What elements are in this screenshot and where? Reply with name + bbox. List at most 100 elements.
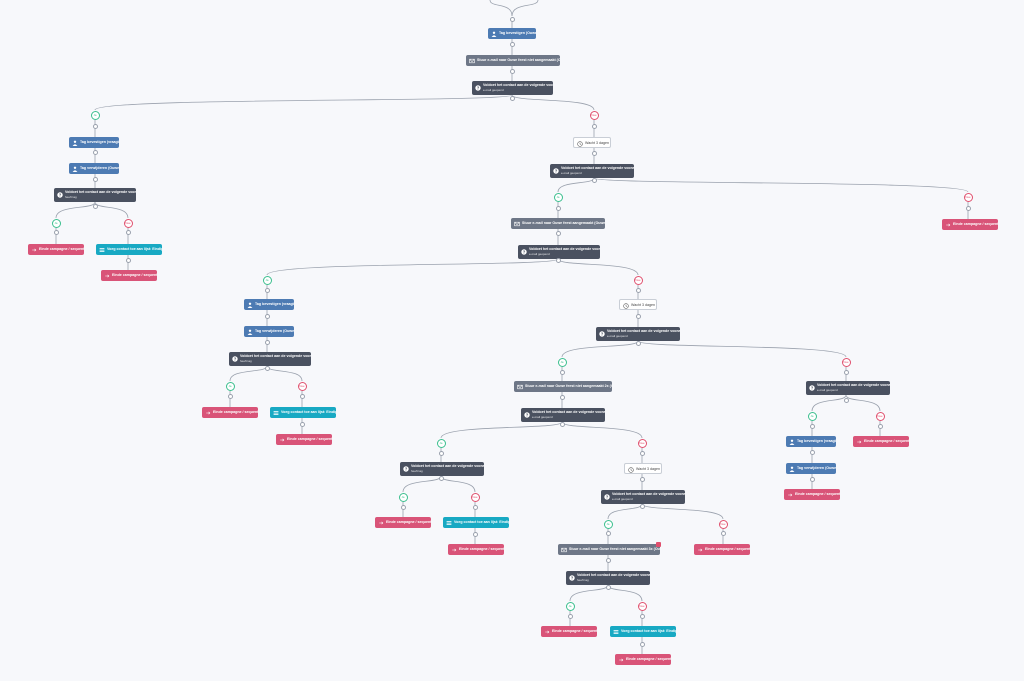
add-step-dot[interactable] (299, 393, 305, 399)
end-node[interactable]: Einde campagne / sequentie (541, 626, 597, 637)
yes-branch-marker[interactable]: Ja (262, 275, 272, 285)
add-step-dot[interactable] (509, 68, 515, 74)
contact-node[interactable]: Tag bevestigen (vraagbeheer) + (69, 137, 119, 148)
question-node[interactable]: ?Voldoet het contact aan de volgende voo… (229, 352, 311, 366)
add-step-dot[interactable] (567, 613, 573, 619)
add-step-dot[interactable] (509, 16, 515, 22)
email-node[interactable]: Stuur e-mail naar Ouwe feest niet aangem… (514, 381, 612, 392)
add-step-dot[interactable] (472, 504, 478, 510)
question-node[interactable]: ?Voldoet het contact aan de volgende voo… (601, 490, 685, 504)
question-node[interactable]: ?Voldoet het contact aan de volgende voo… (400, 462, 484, 476)
add-step-dot[interactable] (509, 95, 515, 101)
yes-branch-marker[interactable]: Ja (807, 411, 817, 421)
no-branch-marker[interactable]: Nee (963, 192, 973, 202)
question-node[interactable]: ?Voldoet het contact aan de volgende voo… (518, 245, 600, 259)
add-step-dot[interactable] (591, 123, 597, 129)
yes-branch-marker[interactable]: Ja (553, 192, 563, 202)
add-step-dot[interactable] (591, 150, 597, 156)
yes-branch-marker[interactable]: Ja (565, 601, 575, 611)
add-step-dot[interactable] (555, 230, 561, 236)
add-step-dot[interactable] (92, 149, 98, 155)
add-step-dot[interactable] (639, 450, 645, 456)
add-step-dot[interactable] (720, 530, 726, 536)
add-step-dot[interactable] (635, 340, 641, 346)
end-node[interactable]: Einde campagne / sequentie (942, 219, 998, 230)
end-node[interactable]: Einde campagne / sequentie (202, 407, 258, 418)
question-node[interactable]: ?Voldoet het contact aan de volgende voo… (472, 81, 553, 95)
flag-icon[interactable] (656, 542, 661, 547)
add-step-dot[interactable] (555, 205, 561, 211)
add-step-dot[interactable] (843, 369, 849, 375)
add-step-dot[interactable] (605, 530, 611, 536)
add-step-dot[interactable] (635, 313, 641, 319)
add-step-dot[interactable] (809, 449, 815, 455)
add-step-dot[interactable] (438, 450, 444, 456)
no-branch-marker[interactable]: Nee (470, 492, 480, 502)
question-node[interactable]: ?Voldoet het contact aan de volgende voo… (596, 327, 680, 341)
add-step-dot[interactable] (92, 176, 98, 182)
add-step-dot[interactable] (555, 257, 561, 263)
add-step-dot[interactable] (509, 41, 515, 47)
add-step-dot[interactable] (635, 287, 641, 293)
contact-node[interactable]: Tag bevestigen (vraagbeheer) + (244, 299, 294, 310)
email-node[interactable]: Stuur e-mail naar Ouwe feest aangemaakt … (511, 218, 605, 229)
yes-branch-marker[interactable]: Ja (90, 110, 100, 120)
no-branch-marker[interactable]: Nee (841, 357, 851, 367)
add-step-dot[interactable] (809, 476, 815, 482)
wait-node[interactable]: Wacht 3 dagen (624, 463, 662, 474)
add-step-dot[interactable] (264, 339, 270, 345)
add-step-dot[interactable] (400, 504, 406, 510)
question-node[interactable]: ?Voldoet het contact aan de volgende voo… (521, 408, 605, 422)
no-branch-marker[interactable]: Nee (637, 601, 647, 611)
action-node[interactable]: Voeg contact toe aan lijst: Eindigen (610, 626, 676, 637)
yes-branch-marker[interactable]: Ja (436, 438, 446, 448)
contact-node[interactable]: Tag bevestigen (vraagbeheer) + (786, 436, 836, 447)
contact-node[interactable]: Tag verwijderen (Ouwe feest) - (69, 163, 119, 174)
end-node[interactable]: Einde campagne / sequentie (448, 544, 504, 555)
add-step-dot[interactable] (843, 397, 849, 403)
question-node[interactable]: ?Voldoet het contact aan de volgende voo… (806, 381, 890, 395)
add-step-dot[interactable] (591, 177, 597, 183)
add-step-dot[interactable] (299, 421, 305, 427)
no-branch-marker[interactable]: Nee (123, 218, 133, 228)
end-node[interactable]: Einde campagne / sequentie (28, 244, 84, 255)
email-node[interactable]: Stuur e-mail naar Ouwe feest niet aangem… (466, 55, 560, 66)
no-branch-marker[interactable]: Nee (875, 411, 885, 421)
action-node[interactable]: Voeg contact toe aan lijst: Eindigen (270, 407, 336, 418)
no-branch-marker[interactable]: Nee (297, 381, 307, 391)
yes-branch-marker[interactable]: Ja (603, 519, 613, 529)
no-branch-marker[interactable]: Nee (633, 275, 643, 285)
add-step-dot[interactable] (264, 313, 270, 319)
add-step-dot[interactable] (472, 531, 478, 537)
add-step-dot[interactable] (605, 557, 611, 563)
add-step-dot[interactable] (877, 423, 883, 429)
add-step-dot[interactable] (639, 641, 645, 647)
add-step-dot[interactable] (92, 203, 98, 209)
email-node[interactable]: Stuur e-mail naar Ouwe feest niet aangem… (558, 544, 660, 555)
wait-node[interactable]: Wacht 3 dagen (573, 137, 611, 148)
yes-branch-marker[interactable]: Ja (225, 381, 235, 391)
no-branch-marker[interactable]: Nee (637, 438, 647, 448)
action-node[interactable]: Voeg contact toe aan lijst: Eindigen (96, 244, 162, 255)
end-node[interactable]: Einde campagne / sequentie (375, 517, 431, 528)
add-step-dot[interactable] (639, 613, 645, 619)
add-step-dot[interactable] (559, 394, 565, 400)
yes-branch-marker[interactable]: Ja (398, 492, 408, 502)
end-node[interactable]: Einde campagne / sequentie (276, 434, 332, 445)
add-step-dot[interactable] (559, 369, 565, 375)
add-step-dot[interactable] (125, 229, 131, 235)
add-step-dot[interactable] (264, 365, 270, 371)
question-node[interactable]: ?Voldoet het contact aan de volgende voo… (54, 188, 136, 202)
add-step-dot[interactable] (53, 229, 59, 235)
add-step-dot[interactable] (227, 393, 233, 399)
end-node[interactable]: Einde campagne / sequentie (101, 270, 157, 281)
no-branch-marker[interactable]: Nee (718, 519, 728, 529)
add-step-dot[interactable] (438, 475, 444, 481)
add-step-dot[interactable] (965, 205, 971, 211)
no-branch-marker[interactable]: Nee (589, 110, 599, 120)
contact-node[interactable]: Tag verwijderen (Ouwe feest) - (244, 326, 294, 337)
action-node[interactable]: Voeg contact toe aan lijst: Eindigen (443, 517, 509, 528)
add-step-dot[interactable] (605, 584, 611, 590)
add-step-dot[interactable] (639, 476, 645, 482)
add-step-dot[interactable] (639, 503, 645, 509)
